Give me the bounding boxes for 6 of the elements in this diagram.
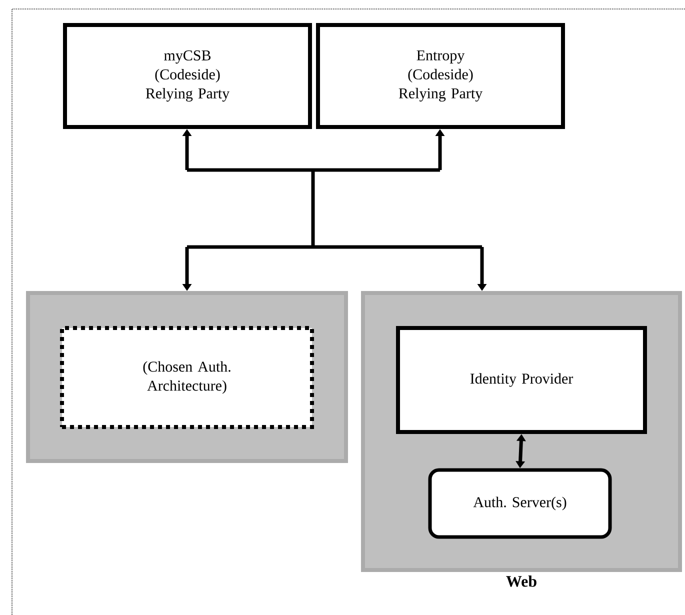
- server-box: Auth. Server(s): [428, 468, 612, 539]
- node-label: Web: [506, 576, 536, 587]
- system-box: Identity Provider: [396, 326, 647, 434]
- system-box: myCSB (Codeside) Relying Party: [63, 23, 312, 129]
- system-box: Entropy (Codeside) Relying Party: [316, 23, 565, 129]
- architecture-box: (Chosen Auth. Architecture): [60, 326, 314, 429]
